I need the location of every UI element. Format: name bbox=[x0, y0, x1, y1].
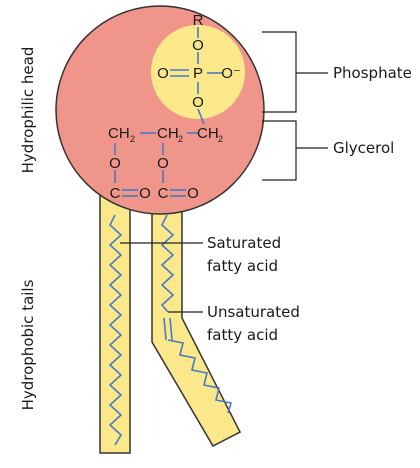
atom-o-double: O bbox=[157, 65, 169, 82]
unsaturated-chain-upper bbox=[160, 214, 175, 313]
atom-ch-middle-sub: 2 bbox=[178, 134, 183, 144]
atom-o-bottom: O bbox=[192, 94, 204, 111]
atom-c-right: C bbox=[158, 185, 169, 202]
saturated-tail bbox=[99, 184, 131, 454]
atom-ch2-left-sub: 2 bbox=[130, 134, 135, 144]
atom-ch-middle: CH bbox=[157, 125, 179, 142]
phosphate-label: Phosphate bbox=[333, 64, 412, 82]
saturated-chain bbox=[108, 214, 123, 446]
phosphate-bracket bbox=[262, 31, 297, 113]
atom-o-carbonyl-right: O bbox=[187, 185, 199, 202]
atom-o-ester-right: O bbox=[157, 155, 169, 172]
unsaturated-chain-lower bbox=[167, 339, 233, 414]
atom-ch2-left: CH bbox=[108, 125, 130, 142]
atom-ch2-right: CH bbox=[197, 125, 219, 142]
double-bond-b bbox=[169, 317, 173, 341]
atom-o-carbonyl-left: O bbox=[139, 185, 151, 202]
glycerol-label: Glycerol bbox=[333, 139, 394, 157]
atom-ch2-right-sub: 2 bbox=[218, 134, 223, 144]
saturated-label-line2: fatty acid bbox=[207, 257, 278, 275]
atom-p: P bbox=[193, 65, 203, 82]
hydrophilic-head bbox=[55, 5, 265, 215]
unsaturated-label-line1: Unsaturated bbox=[207, 303, 300, 321]
hydrophobic-tails-label: Hydrophobic tails bbox=[19, 279, 37, 410]
glycerol-bracket bbox=[262, 120, 297, 181]
bond-o-ch2 bbox=[197, 108, 205, 125]
saturated-label-line1: Saturated bbox=[207, 234, 281, 252]
double-bond-a bbox=[163, 317, 167, 341]
atom-o-minus: O⁻ bbox=[221, 65, 241, 82]
unsaturated-label-line2: fatty acid bbox=[207, 326, 278, 344]
atom-o-ester-left: O bbox=[109, 155, 121, 172]
atom-o-top: O bbox=[192, 37, 204, 54]
phosphate-group bbox=[151, 25, 245, 119]
atom-r: R bbox=[193, 12, 204, 29]
hydrophilic-head-label: Hydrophilic head bbox=[19, 47, 37, 174]
atom-c-left: C bbox=[110, 185, 121, 202]
